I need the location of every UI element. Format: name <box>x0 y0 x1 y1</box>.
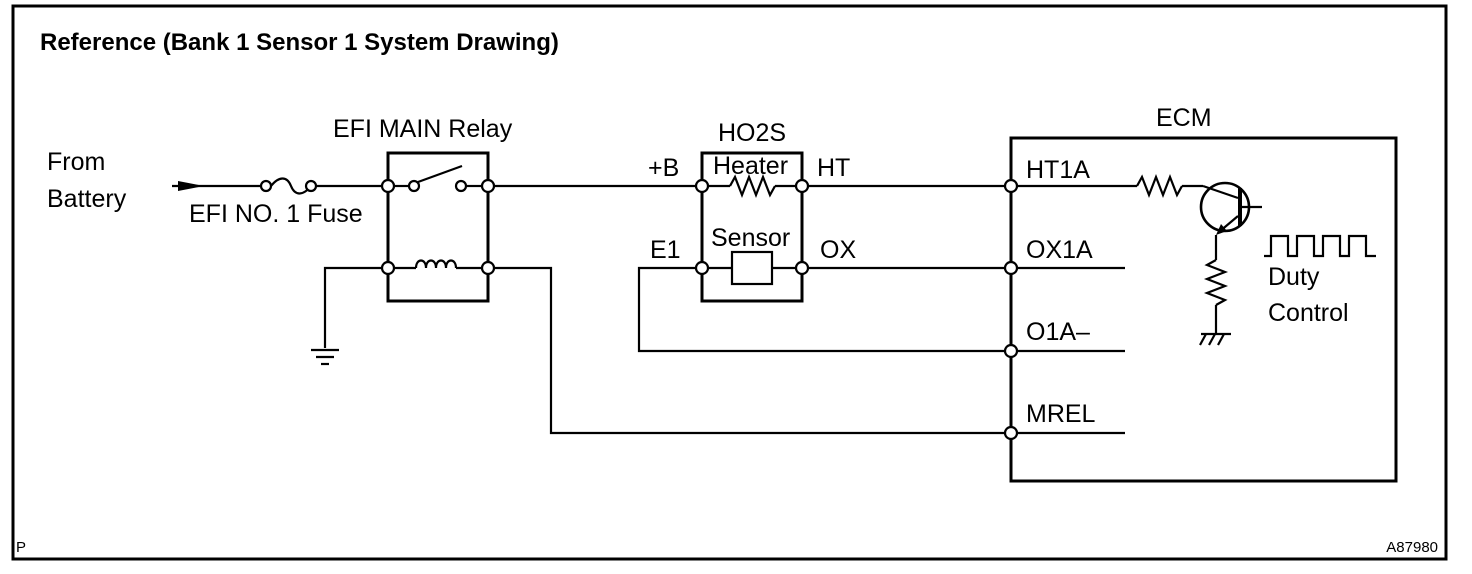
ecm-pin-o1a-terminal <box>1003 343 1019 359</box>
ground-icon <box>311 348 339 366</box>
battery-label-battery: Battery <box>47 185 127 213</box>
sensor-element-icon <box>694 250 810 286</box>
ecm-label: ECM <box>1156 104 1212 132</box>
corner-mark-left: P <box>16 539 26 556</box>
relay-box <box>386 151 490 303</box>
fuse-icon <box>259 177 318 195</box>
relay-coil-icon <box>380 259 496 276</box>
ecm-pin-mrel-terminal <box>1003 425 1019 441</box>
control-label: Control <box>1268 299 1349 327</box>
ho2s-label: HO2S <box>718 119 786 147</box>
sensor-label: Sensor <box>711 224 790 252</box>
ho2s-box <box>700 151 804 303</box>
wire-e1-to-o1a <box>637 266 1005 353</box>
ecm-pulldown-resistor-icon <box>1203 235 1229 333</box>
ecm-pin-mrel-label: MREL <box>1026 400 1096 428</box>
wire-relay-to-ground <box>323 266 382 348</box>
terminal-ht-label: HT <box>817 154 850 182</box>
heater-label: Heater <box>713 152 788 180</box>
relay-label: EFI MAIN Relay <box>333 115 513 143</box>
ecm-pin-ox1a-label: OX1A <box>1026 236 1093 264</box>
ecm-pin-o1a-label: O1A– <box>1026 318 1090 346</box>
wire-relay-to-mrel <box>494 266 1005 435</box>
pulse-waveform-icon <box>1264 234 1376 258</box>
transistor-icon <box>1199 181 1262 235</box>
ecm-pin-ht1a-terminal <box>1003 178 1019 194</box>
ecm-pin-ht1a-label: HT1A <box>1026 156 1090 184</box>
diagram-border <box>11 4 1448 561</box>
ecm-heater-resistor-icon <box>1017 173 1203 199</box>
relay-switch-icon <box>380 164 496 194</box>
diagram-title: Reference (Bank 1 Sensor 1 System Drawin… <box>40 29 559 56</box>
fuse-label: EFI NO. 1 Fuse <box>189 200 363 228</box>
terminal-e1-label: E1 <box>650 236 681 264</box>
chassis-ground-icon <box>1199 332 1231 346</box>
terminal-plus-b-label: +B <box>648 154 679 182</box>
ecm-pin-ox1a-terminal <box>1003 260 1019 276</box>
battery-label-from: From <box>47 148 105 176</box>
ecm-box <box>1009 136 1398 483</box>
terminal-ox-label: OX <box>820 236 856 264</box>
heater-resistor-icon <box>694 173 810 199</box>
duty-label: Duty <box>1268 263 1320 291</box>
battery-arrow-icon <box>172 181 204 191</box>
figure-code: A87980 <box>1386 539 1438 556</box>
